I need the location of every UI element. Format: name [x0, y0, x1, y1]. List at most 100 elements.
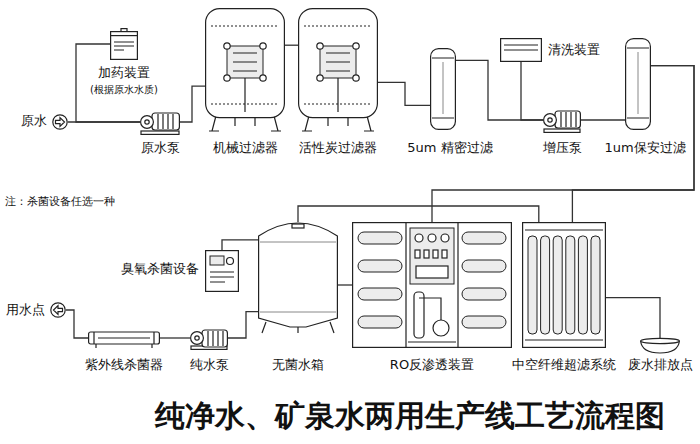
tank-part: [259, 223, 338, 327]
ro-part: [462, 316, 506, 328]
bowl-symbol: [640, 338, 680, 354]
doser-part: [114, 42, 134, 50]
filter-part: [233, 53, 257, 112]
ro-part: [406, 222, 458, 348]
box-symbol: [500, 38, 542, 62]
pipe-connector: [222, 240, 258, 250]
equipment-label: 活性炭过滤器: [299, 141, 377, 156]
equipment-node: 清洗装置: [500, 38, 542, 62]
ro-part: [433, 320, 449, 336]
pump-symbol: [543, 107, 581, 133]
outlet-symbol: [50, 302, 66, 318]
pump-part: [158, 114, 173, 129]
note-text: 注：杀菌设备任选一种: [5, 196, 115, 209]
pump-part: [141, 131, 179, 134]
ozone-part: [227, 258, 234, 265]
equipment-label: 中空纤维超滤系统: [512, 358, 616, 373]
ro-part: [415, 250, 420, 258]
ozone-symbol: [205, 250, 239, 292]
ro-part: [408, 298, 456, 342]
equipment-node: 臭氧杀菌设备: [205, 250, 239, 292]
equipment-node: 5um 精密过滤: [430, 48, 456, 130]
box-part: [504, 45, 538, 50]
equipment-label: (根据原水水质): [90, 84, 158, 96]
equipment-label: 加药装置: [98, 66, 150, 81]
pump-part: [561, 112, 576, 127]
filter-part: [260, 43, 266, 49]
equipment-label: 机械过滤器: [213, 141, 278, 156]
pump-part: [202, 330, 227, 347]
pipe-connector: [66, 310, 88, 338]
equipment-label: 清洗装置: [548, 43, 600, 58]
ro-part: [410, 228, 454, 284]
cart-part: [638, 52, 639, 114]
filter-part: [326, 53, 350, 112]
equipment-label: 1um保安过滤: [604, 141, 685, 156]
pump-part: [141, 116, 154, 129]
pipe-connector: [228, 312, 258, 338]
pump-part: [208, 331, 223, 346]
filter-part: [224, 75, 230, 81]
equipment-node: 加药装置(根据原水水质): [110, 28, 138, 60]
outlet-part: [54, 306, 63, 315]
pump-part: [145, 120, 149, 124]
ro-part: [416, 266, 448, 278]
cart-part: [432, 58, 454, 118]
ro-part: [358, 288, 402, 300]
pipe-connector: [180, 86, 205, 122]
uv-part: [94, 332, 154, 344]
ro-part: [462, 260, 506, 272]
filter-part: [317, 75, 323, 81]
pump-part: [191, 332, 204, 345]
equipment-node: 用水点: [50, 302, 66, 318]
equipment-node: 1um保安过滤: [625, 38, 651, 130]
uf-part: [591, 236, 600, 334]
tank-symbol: [258, 222, 338, 334]
ro-part: [358, 316, 402, 328]
ro-part: [433, 250, 438, 258]
uf-part: [528, 236, 537, 334]
doser-part: [111, 36, 138, 60]
box-part: [501, 39, 542, 62]
equipment-node: 原水泵: [140, 109, 180, 135]
uf-part: [553, 236, 562, 334]
cart-symbol: [625, 38, 651, 130]
equipment-label: 原水泵: [141, 141, 180, 156]
ro-part: [414, 292, 424, 338]
pipe-connector: [456, 60, 543, 120]
tank-part: [260, 242, 336, 312]
uf-part: [566, 236, 575, 334]
ozone-part: [206, 251, 239, 292]
uf-part: [541, 236, 550, 334]
equipment-node: 废水排放点: [640, 338, 680, 354]
equipment-node: RO反渗透装置: [352, 222, 512, 348]
equipment-label: 5um 精密过滤: [407, 141, 492, 156]
filter-symbol: [298, 8, 378, 132]
ro-part: [462, 288, 506, 300]
ozone-part: [210, 256, 224, 265]
equipment-label: 增压泵: [543, 141, 582, 156]
ro-part: [358, 260, 402, 272]
filter-part: [353, 43, 359, 49]
ro-part: [462, 232, 506, 244]
pump-symbol: [190, 326, 228, 350]
equipment-label: RO反渗透装置: [390, 358, 474, 373]
filter-part: [206, 9, 285, 118]
equipment-label: 纯水泵: [190, 358, 229, 373]
uv-symbol: [88, 328, 160, 348]
inlet-part: [56, 118, 65, 127]
tank-part: [292, 224, 304, 228]
equipment-label: 无菌水箱: [272, 358, 324, 373]
ro-part: [415, 234, 423, 242]
pump-part: [555, 111, 580, 128]
inlet-part: [53, 115, 67, 129]
outlet-part: [51, 303, 65, 317]
cart-symbol: [430, 48, 456, 130]
pipe-connector: [606, 298, 660, 338]
ro-part: [428, 234, 436, 242]
pump-part: [152, 113, 179, 130]
uf-part: [523, 223, 606, 348]
cart-part: [626, 39, 651, 130]
pump-symbol: [140, 109, 180, 135]
equipment-label: 紫外线杀菌器: [85, 358, 163, 373]
